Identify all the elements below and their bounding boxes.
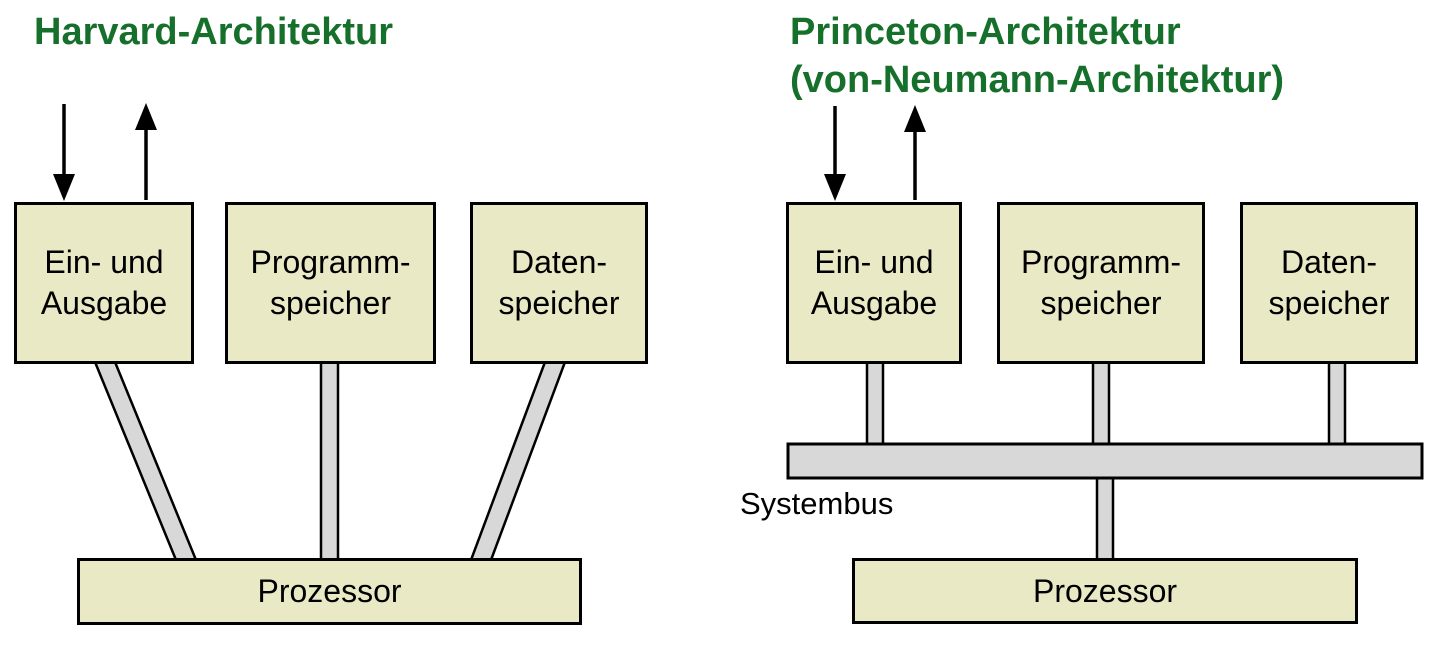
princeton-io-box-label-line2: Ausgabe (810, 285, 938, 321)
princeton-data-memory-label-line2: speicher (1268, 285, 1390, 321)
systembus-label: Systembus (740, 486, 894, 521)
harvard-io-connector-bar (93, 360, 198, 562)
harvard-title: Harvard-Architektur (34, 11, 393, 53)
princeton-io-connector-bar (865, 360, 885, 448)
princeton-io-box-label-line1: Ein- und (814, 244, 934, 280)
princeton-data-memory-label-line1: Daten- (1280, 244, 1378, 280)
harvard-program-connector-bar (319, 360, 340, 562)
harvard-program-memory-label-line1: Programm- (250, 244, 411, 280)
output-arrow-icon (904, 105, 926, 132)
princeton-processor-label: Prozessor (1032, 572, 1178, 609)
output-arrow-icon (135, 103, 157, 130)
systembus-bar (786, 442, 1424, 480)
princeton-processor-connector-bar (1095, 474, 1115, 562)
harvard-data-memory-box: Daten- speicher (470, 202, 648, 364)
princeton-title: Princeton-Architektur (von-Neumann-Archi… (790, 8, 1284, 104)
harvard-program-memory-label-line2: speicher (270, 285, 391, 321)
harvard-processor-box: Prozessor (77, 558, 582, 625)
input-arrow-icon (824, 174, 846, 201)
harvard-program-memory-box: Programm- speicher (225, 202, 436, 364)
harvard-processor-label: Prozessor (257, 573, 402, 609)
harvard-io-box-label-line2: Ausgabe (40, 285, 168, 321)
princeton-program-memory-label-line2: speicher (1040, 285, 1162, 321)
harvard-io-box: Ein- und Ausgabe (14, 202, 194, 364)
harvard-io-box-label-line1: Ein- und (44, 244, 164, 280)
princeton-data-connector-bar (1327, 360, 1347, 448)
princeton-program-memory-label-line1: Programm- (1020, 244, 1181, 280)
princeton-program-memory-box: Programm- speicher (997, 202, 1205, 364)
harvard-data-connector-bar (469, 360, 567, 562)
input-arrow-icon (53, 174, 75, 201)
princeton-program-connector-bar (1091, 360, 1111, 448)
princeton-processor-box: Prozessor (852, 558, 1358, 624)
harvard-data-memory-label-line2: speicher (498, 285, 620, 321)
princeton-title-line1: Princeton-Architektur (790, 11, 1181, 53)
princeton-io-box: Ein- und Ausgabe (786, 202, 962, 364)
princeton-title-line2: (von-Neumann-Architektur) (790, 59, 1285, 101)
princeton-data-memory-box: Daten- speicher (1240, 202, 1418, 364)
harvard-data-memory-label-line1: Daten- (510, 244, 608, 280)
